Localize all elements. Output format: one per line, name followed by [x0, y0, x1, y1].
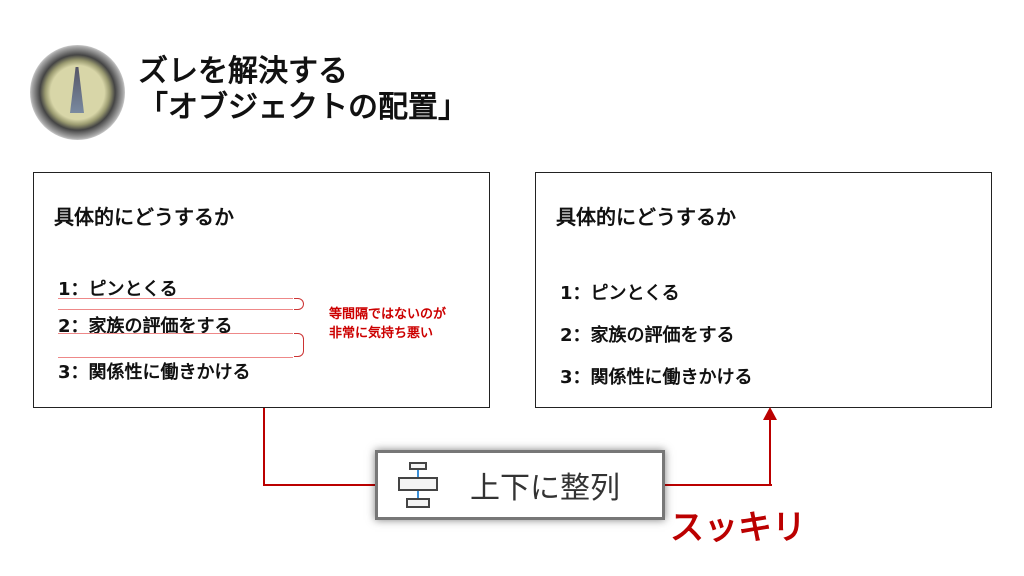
after-item: 2：家族の評価をする [560, 325, 735, 346]
connector [662, 484, 772, 486]
before-item: 2：家族の評価をする [58, 316, 233, 337]
connector [263, 408, 265, 486]
align-button-label: 上下に整列 [470, 471, 620, 506]
before-box: 具体的にどうするか 1：ピンとくる 2：家族の評価をする 3：関係性に働きかける… [33, 172, 490, 408]
result-label: スッキリ [670, 508, 806, 548]
arrow-head-icon [763, 407, 777, 420]
title-line-2: 「オブジェクトの配置」 [138, 90, 468, 125]
after-heading: 具体的にどうするか [556, 205, 736, 229]
title-line-1: ズレを解決する [138, 54, 348, 89]
brace [294, 333, 304, 357]
connector [769, 418, 771, 486]
after-item: 3：関係性に働きかける [560, 367, 753, 388]
annotation: 等間隔ではないのが 非常に気持ち悪い [329, 305, 446, 343]
annotation-line: 非常に気持ち悪い [329, 326, 434, 341]
before-item: 1：ピンとくる [58, 279, 178, 300]
annotation-line: 等間隔ではないのが [329, 307, 447, 322]
guide-line [58, 357, 293, 358]
logo [30, 45, 125, 140]
connector [263, 484, 378, 486]
align-vertical-center-icon [398, 460, 438, 510]
wizard-figure [70, 67, 84, 113]
before-heading: 具体的にどうするか [54, 205, 234, 229]
guide-line [58, 309, 293, 310]
align-middle-button[interactable]: 上下に整列 [375, 450, 665, 520]
guide-line [58, 333, 293, 334]
brace [294, 298, 304, 310]
before-item: 3：関係性に働きかける [58, 362, 251, 383]
slide-title: ズレを解決する 「オブジェクトの配置」 [138, 54, 468, 126]
guide-line [58, 298, 293, 299]
after-box: 具体的にどうするか 1：ピンとくる 2：家族の評価をする 3：関係性に働きかける [535, 172, 992, 408]
after-item: 1：ピンとくる [560, 283, 680, 304]
